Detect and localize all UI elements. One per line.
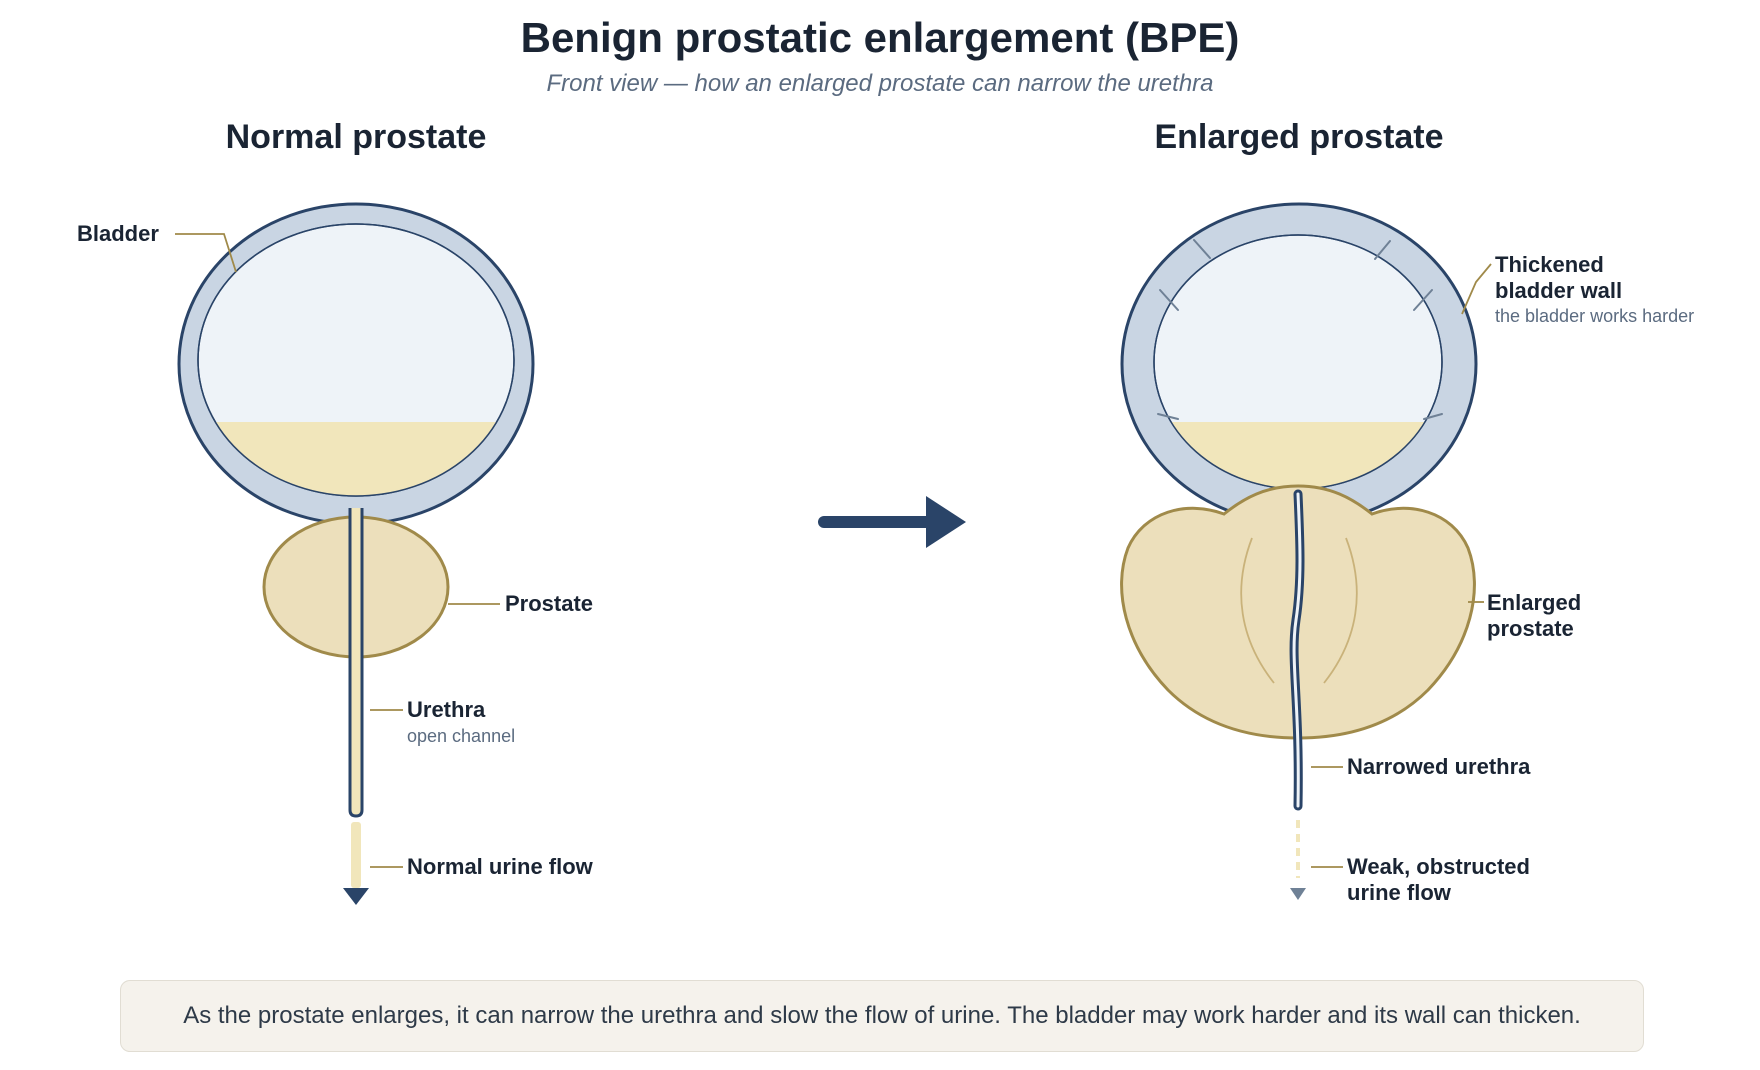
urethra-note: open channel: [407, 726, 515, 746]
urethra-label: Urethra: [407, 697, 486, 722]
wall-label-line2: bladder wall: [1495, 278, 1622, 303]
enlarged-diagram: Thickened bladder wall the bladder works…: [1120, 202, 1694, 905]
prostate-label: Prostate: [505, 591, 593, 616]
left-lobe-contour: [1240, 537, 1275, 684]
bladder-label: Bladder: [77, 221, 159, 246]
caption-text: As the prostate enlarges, it can narrow …: [183, 1002, 1581, 1029]
wall-label-line1: Thickened: [1495, 252, 1604, 277]
narrowed-urethra-label: Narrowed urethra: [1347, 754, 1531, 779]
normal-flow-stream: [351, 822, 361, 888]
thickened-bladder: [1120, 202, 1478, 526]
enlarged-prostate-label-line2: prostate: [1487, 616, 1574, 641]
page-title: Benign prostatic enlargement (BPE): [520, 14, 1240, 61]
weak-flow-label-line2: urine flow: [1347, 880, 1452, 905]
normal-urethra: [348, 508, 364, 818]
wall-leader: [1461, 263, 1492, 315]
caption-box: As the prostate enlarges, it can narrow …: [120, 980, 1644, 1052]
wall-note: the bladder works harder: [1495, 306, 1694, 326]
weak-flow-label-line1: Weak, obstructed: [1347, 854, 1530, 879]
enlarged-prostate-label-line1: Enlarged: [1487, 590, 1581, 615]
page-subtitle: Front view — how an enlarged prostate ca…: [546, 70, 1214, 97]
transition-arrow-icon: [818, 496, 966, 548]
wall-thickening-ticks: [1157, 239, 1443, 420]
bpe-diagram: Bladder Prostate Urethra open channel No…: [77, 202, 1694, 905]
normal-diagram: Bladder Prostate Urethra open channel No…: [77, 202, 594, 905]
normal-bladder: [177, 202, 535, 526]
right-lobe-contour: [1323, 537, 1358, 684]
normal-flow-label: Normal urine flow: [407, 854, 594, 879]
enlarged-panel-title: Enlarged prostate: [1154, 118, 1444, 156]
weak-flow-arrow-icon: [1290, 888, 1306, 900]
bladder-leader: [175, 233, 237, 273]
narrowed-urethra-lumen: [1292, 492, 1302, 808]
normal-flow-arrow-icon: [343, 888, 369, 905]
normal-panel-title: Normal prostate: [225, 118, 487, 156]
